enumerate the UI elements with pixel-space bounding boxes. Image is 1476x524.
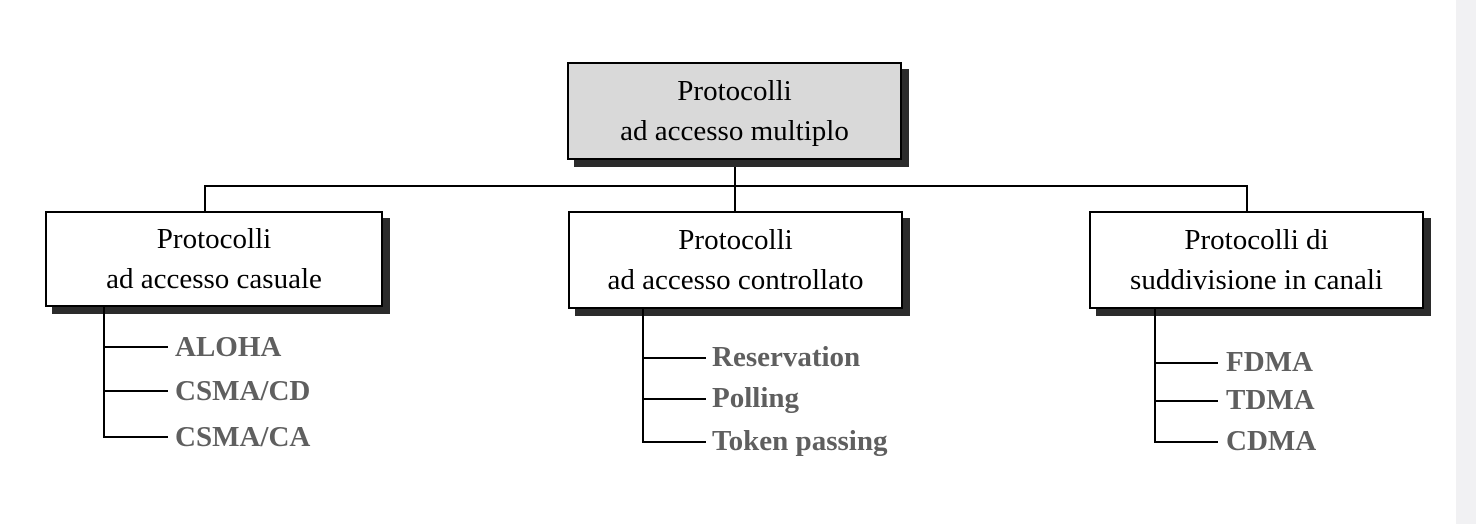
leaf-tdma: TDMA (1226, 384, 1315, 416)
random-access-tick-2 (103, 436, 168, 438)
controlled-access-tick-2 (642, 441, 706, 443)
node-channelization-line1: Protocolli di (1184, 224, 1329, 256)
node-controlled-access: Protocolli ad accesso controllato (568, 211, 903, 309)
branch-horizontal-line (204, 185, 1248, 187)
leaf-aloha: ALOHA (175, 331, 282, 363)
channelization-tick-2 (1154, 441, 1218, 443)
right-edge-strip (1456, 0, 1476, 524)
root-node-multiple-access: Protocolli ad accesso multiplo (567, 62, 902, 160)
leaf-csma-cd: CSMA/CD (175, 375, 311, 407)
node-controlled-access-line2: ad accesso controllato (607, 264, 864, 296)
random-access-tick-1 (103, 390, 168, 392)
random-access-tick-0 (103, 346, 168, 348)
node-channelization: Protocolli di suddivisione in canali (1089, 211, 1424, 309)
controlled-access-tick-0 (642, 357, 706, 359)
root-node-line1: Protocolli (677, 75, 792, 107)
branch-drop-canali (1246, 185, 1248, 213)
leaf-cdma: CDMA (1226, 425, 1317, 457)
node-random-access-line2: ad accesso casuale (106, 263, 322, 295)
leaf-csma-ca: CSMA/CA (175, 421, 311, 453)
root-stem-line (734, 160, 736, 187)
channelization-tick-0 (1154, 362, 1218, 364)
branch-drop-controllato (734, 185, 736, 213)
branch-drop-casuale (204, 185, 206, 213)
channelization-tick-1 (1154, 400, 1218, 402)
channelization-spine (1154, 309, 1156, 443)
controlled-access-spine (642, 309, 644, 443)
leaf-reservation: Reservation (712, 341, 861, 373)
root-node-line2: ad accesso multiplo (620, 115, 849, 147)
node-random-access: Protocolli ad accesso casuale (45, 211, 383, 307)
controlled-access-tick-1 (642, 398, 706, 400)
leaf-fdma: FDMA (1226, 346, 1313, 378)
leaf-polling: Polling (712, 382, 800, 414)
leaf-token-passing: Token passing (712, 425, 888, 457)
random-access-spine (103, 307, 105, 438)
node-channelization-line2: suddivisione in canali (1130, 264, 1383, 296)
node-random-access-line1: Protocolli (156, 223, 272, 255)
node-controlled-access-line1: Protocolli (678, 224, 793, 256)
